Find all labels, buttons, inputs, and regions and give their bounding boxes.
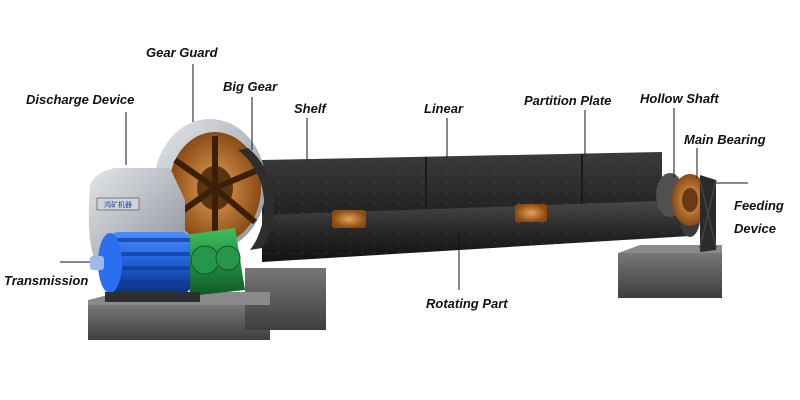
label-feeding-device-line1: Feeding <box>734 198 784 213</box>
label-linear: Linear <box>424 101 464 116</box>
discharge-nameplate: 鸿矿机器 <box>104 200 132 209</box>
feeding-end-assembly <box>656 173 717 252</box>
label-hollow-shaft: Hollow Shaft <box>640 91 719 106</box>
leader-lines <box>60 64 748 290</box>
label-rotating-part: Rotating Part <box>426 296 508 311</box>
label-feeding-device-line2: Device <box>734 221 776 236</box>
label-transmission: Transmission <box>4 273 89 288</box>
transmission-motor <box>90 232 200 302</box>
label-gear-guard: Gear Guard <box>146 45 218 60</box>
label-discharge-device: Discharge Device <box>26 92 135 107</box>
label-big-gear: Big Gear <box>223 79 278 94</box>
reducer-unit <box>185 228 245 296</box>
right-foundation <box>618 245 722 298</box>
label-main-bearing: Main Bearing <box>684 132 766 147</box>
label-shelf: Shelf <box>294 101 326 116</box>
label-partition-plate: Partition Plate <box>524 93 612 108</box>
